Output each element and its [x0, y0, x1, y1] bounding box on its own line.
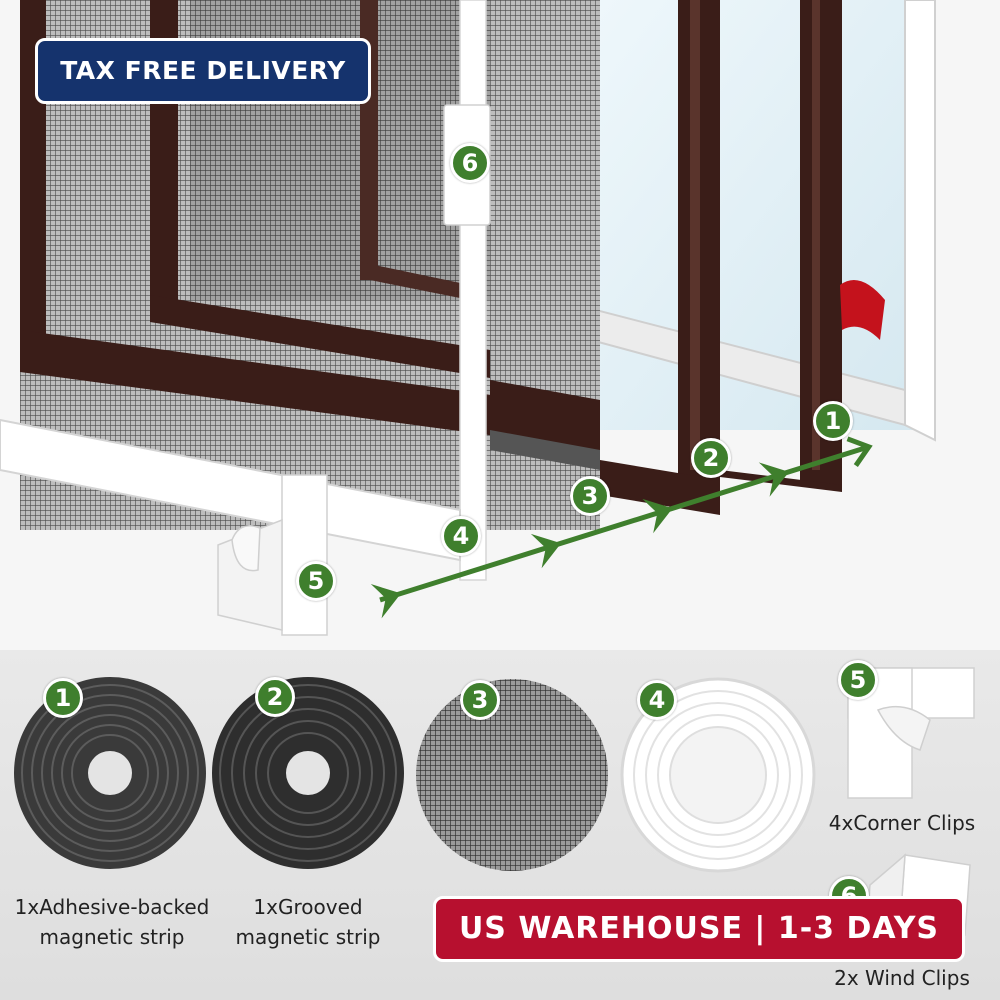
part-marker-5: 5: [838, 660, 878, 700]
installation-arrow: [370, 436, 873, 619]
part-1-caption-line1: 1xAdhesive-backed: [14, 895, 210, 919]
scene-marker-2: 2: [691, 438, 731, 478]
scene-marker-5: 5: [296, 561, 336, 601]
tax-free-delivery-banner: TAX FREE DELIVERY: [35, 38, 371, 104]
part-1-caption: 1xAdhesive-backed magnetic strip: [2, 892, 222, 952]
part-2-caption: 1xGrooved magnetic strip: [208, 892, 408, 952]
part-marker-3: 3: [460, 680, 500, 720]
scene-marker-6: 6: [450, 143, 490, 183]
part-marker-2: 2: [255, 677, 295, 717]
grooved-magnetic-strip-roll: [212, 677, 404, 869]
arrow-chevron: [758, 462, 789, 497]
red-tape: [840, 280, 885, 340]
adhesive-magnetic-strip-roll: [14, 677, 206, 869]
arrow-chevron: [370, 584, 401, 619]
corner-clip: [217, 474, 328, 636]
mesh-fabric-disc: [416, 679, 608, 871]
outer-window-frame: [904, 0, 936, 442]
white-strip-roll: [620, 677, 816, 873]
scene-marker-1: 1: [813, 401, 853, 441]
scene-marker-4: 4: [441, 516, 481, 556]
scene-marker-3: 3: [570, 476, 610, 516]
part-2-caption-line2: magnetic strip: [235, 925, 381, 949]
part-2-caption-line1: 1xGrooved: [253, 895, 363, 919]
arrow-chevron: [530, 533, 562, 569]
part-5-caption: 4xCorner Clips: [828, 811, 976, 835]
arrow-chevron: [846, 436, 873, 467]
part-marker-1: 1: [43, 678, 83, 718]
us-warehouse-banner: US WAREHOUSE | 1-3 DAYS: [433, 896, 965, 962]
white-vertical-strip: [459, 0, 487, 581]
part-marker-4: 4: [637, 680, 677, 720]
part-1-caption-line2: magnetic strip: [39, 925, 185, 949]
arrow-chevron: [642, 498, 673, 534]
parts-illustrations: [14, 667, 975, 952]
brown-screen-frame: [20, 0, 600, 450]
part-6-caption: 2x Wind Clips: [834, 966, 970, 990]
